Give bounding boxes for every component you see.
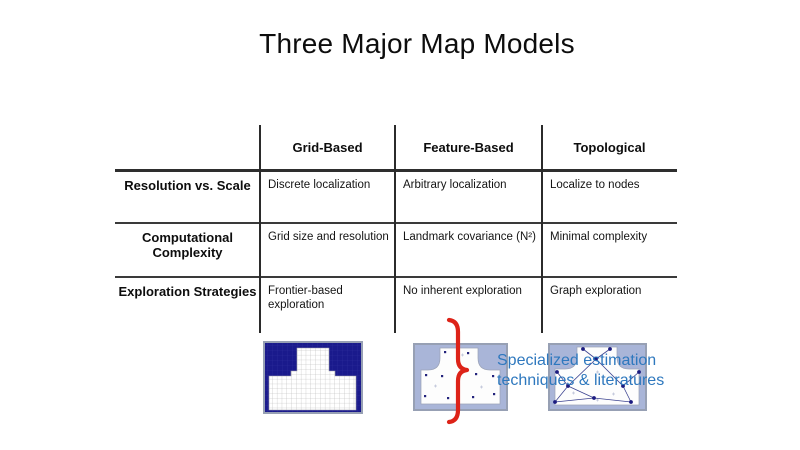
table-cell: Landmark covariance (N²)	[403, 231, 536, 243]
graph-edges	[554, 348, 640, 403]
table-cell: Frontier-based exploration	[268, 285, 343, 311]
table-row: Exploration Strategies Frontier-based ex…	[115, 277, 677, 333]
row-header-computational-complexity: Computational Complexity	[142, 230, 233, 260]
table-row: Resolution vs. Scale Discrete localizati…	[115, 171, 677, 223]
table-cell: Grid size and resolution	[268, 231, 389, 243]
table-cell: No inherent exploration	[403, 285, 522, 297]
table-row: Computational Complexity Grid size and r…	[115, 223, 677, 277]
table-vertical-line	[541, 125, 543, 333]
faint-plus-marks	[572, 370, 615, 402]
table-cell: Localize to nodes	[550, 179, 640, 191]
table-horizontal-line	[115, 169, 677, 172]
table-vertical-line	[259, 125, 261, 333]
table-cell: Arbitrary localization	[403, 179, 507, 191]
column-header-topological: Topological	[573, 139, 646, 155]
row-header-resolution-vs-scale: Resolution vs. Scale	[124, 178, 251, 193]
table-header-row: Grid-Based Feature-Based Topological	[115, 125, 677, 169]
table-vertical-line	[394, 125, 396, 333]
table-cell: Discrete localization	[268, 179, 371, 191]
slide-title: Three Major Map Models	[259, 28, 575, 59]
column-header-grid-based: Grid-Based	[292, 139, 363, 155]
annotation-text-line2: techniques & literatures	[497, 371, 665, 389]
annotation-text: Specialized estimation techniques & lite…	[497, 351, 664, 390]
faint-plus-marks	[434, 353, 483, 389]
topological-map-image	[548, 343, 647, 411]
curly-brace-icon	[446, 317, 470, 425]
graph-nodes	[553, 347, 641, 404]
row-header-exploration-strategies: Exploration Strategies	[118, 284, 257, 299]
table-horizontal-line	[115, 222, 677, 224]
annotation-text-line1: Specialized estimation	[497, 352, 657, 369]
grid-map-image	[263, 341, 363, 414]
table-cell: Graph exploration	[550, 285, 642, 297]
table-horizontal-line	[115, 276, 677, 278]
column-header-feature-based: Feature-Based	[423, 139, 514, 155]
table-cell: Minimal complexity	[550, 231, 648, 243]
